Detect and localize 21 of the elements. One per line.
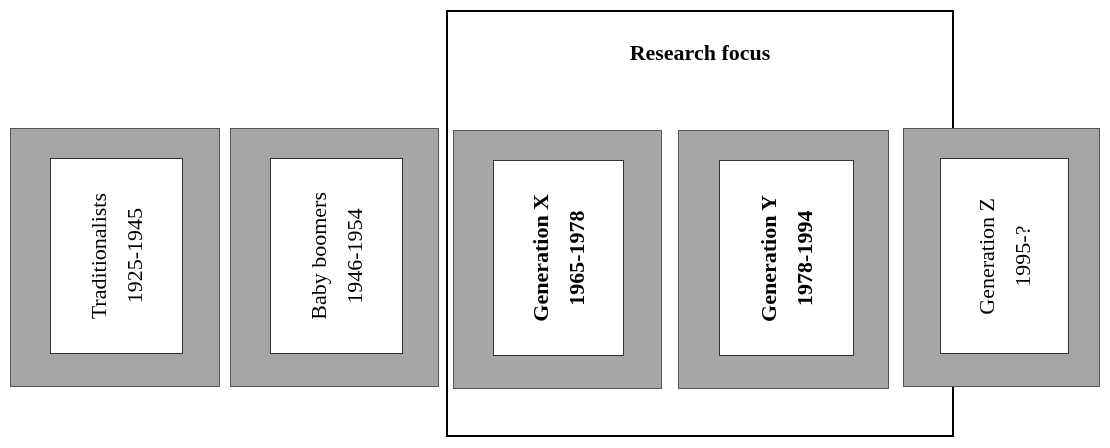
generation-card <box>493 160 624 356</box>
generation-panel <box>230 128 439 387</box>
generation-panel <box>678 130 889 389</box>
generation-panel <box>10 128 220 387</box>
generation-name: Generation Z <box>972 197 1000 315</box>
generation-card <box>50 158 183 354</box>
generation-name: Generation Y <box>754 194 782 322</box>
year-range: 1946-1954 <box>340 207 368 306</box>
generation-card <box>719 160 854 356</box>
generation-card <box>270 158 403 354</box>
generation-name: Generation X <box>526 194 554 322</box>
frame-heading: Research focus <box>628 39 772 67</box>
generation-panel <box>453 130 662 389</box>
generation-name: Traditionalists <box>84 192 112 320</box>
year-range: 1965-1978 <box>562 209 590 308</box>
generation-panel <box>903 128 1100 387</box>
generation-card <box>940 158 1069 354</box>
year-range: 1978-1994 <box>790 209 818 308</box>
generation-name: Baby boomers <box>304 192 332 320</box>
year-range: 1925-1945 <box>120 207 148 306</box>
year-range: 1995-? <box>1008 224 1036 289</box>
